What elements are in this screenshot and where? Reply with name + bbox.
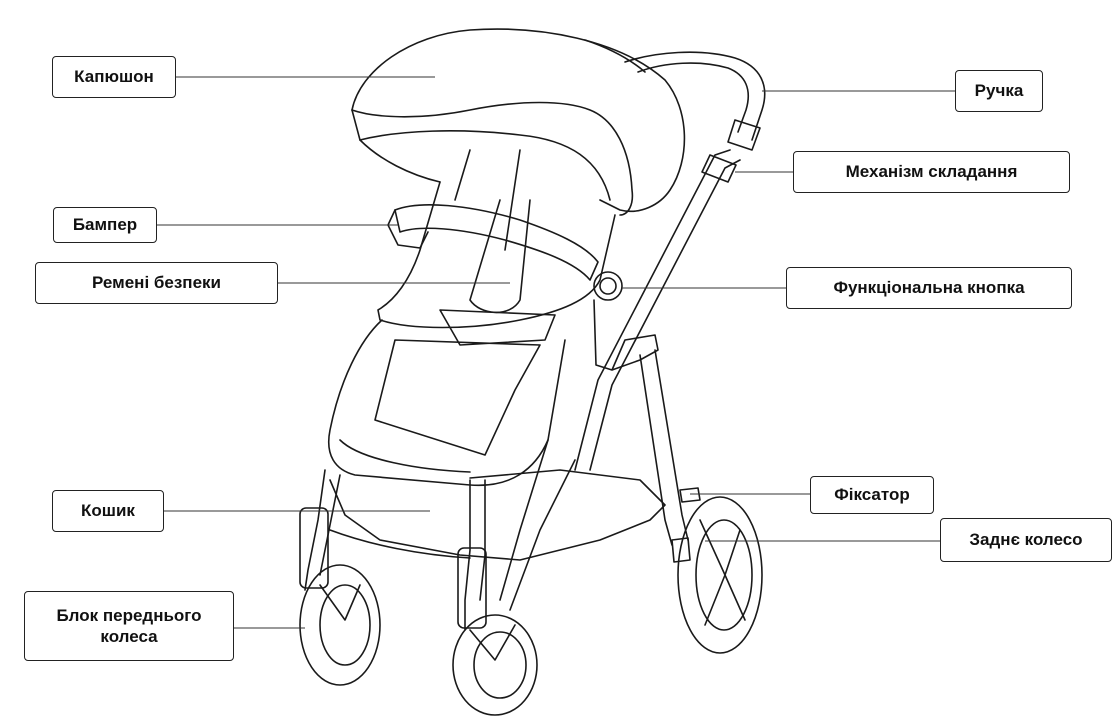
harness-straps [470, 200, 530, 312]
label-handle: Ручка [955, 70, 1043, 112]
label-canopy: Капюшон [52, 56, 176, 98]
label-lock: Фіксатор [810, 476, 934, 514]
rear-frame-tube [575, 150, 730, 470]
front-frame [305, 470, 340, 590]
label-function-button: Функціональна кнопка [786, 267, 1072, 309]
canopy [352, 29, 684, 211]
bumper-bar [395, 205, 598, 280]
seat-back [378, 182, 615, 328]
label-front-wheel: Блок переднього колеса [24, 591, 234, 661]
front-wheel-right [453, 615, 537, 715]
label-fold: Механізм складання [793, 151, 1070, 193]
function-button [594, 272, 622, 300]
label-rear-wheel: Заднє колесо [940, 518, 1112, 562]
front-wheel-swivel-left [300, 508, 328, 588]
label-basket: Кошик [52, 490, 164, 532]
label-bumper: Бампер [53, 207, 157, 243]
front-wheel-left [300, 565, 380, 685]
rear-legs [640, 350, 688, 545]
label-harness: Ремені безпеки [35, 262, 278, 304]
